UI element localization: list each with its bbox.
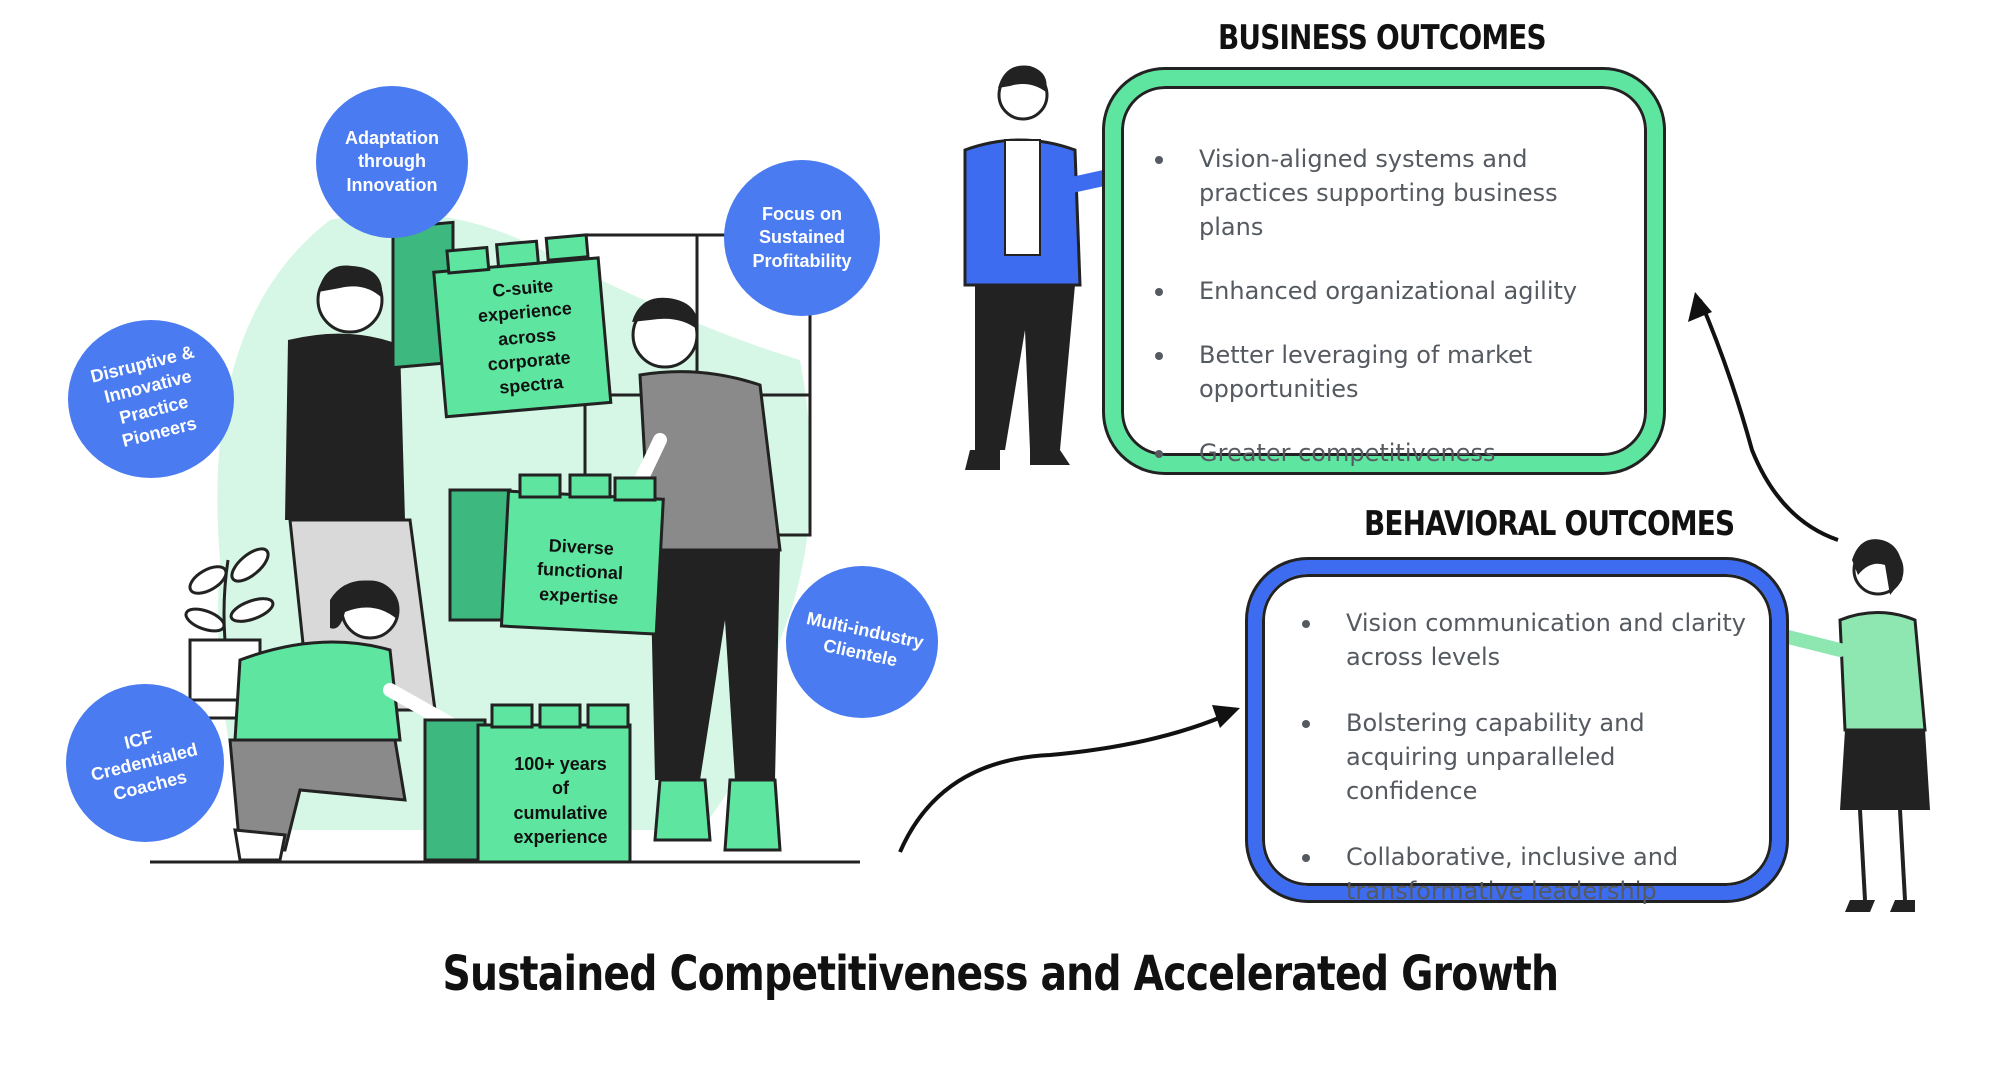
- block-label-years: 100+ years of cumulative experience: [513, 754, 608, 847]
- bullet-icon: [1155, 156, 1163, 164]
- block-csuite-shape: [391, 220, 613, 419]
- badge-multi-industry: Multi-industry Clientele: [786, 566, 938, 718]
- behavioral-outcomes-list: Vision communication and clarity across …: [1262, 574, 1772, 908]
- behavioral-outcome-item: Bolstering capability and acquiring unpa…: [1302, 706, 1752, 808]
- business-outcomes-list: Vision-aligned systems and practices sup…: [1121, 86, 1647, 470]
- business-outcome-item: Vision-aligned systems and practices sup…: [1155, 142, 1617, 244]
- bullet-icon: [1155, 288, 1163, 296]
- behavioral-outcomes-box: Vision communication and clarity across …: [1248, 560, 1786, 905]
- behavioral-outcome-item: Collaborative, inclusive and transformat…: [1302, 840, 1752, 908]
- bullet-icon: [1302, 854, 1310, 862]
- business-outcomes-box: Vision-aligned systems and practices sup…: [1105, 70, 1663, 472]
- business-outcomes-title: BUSINESS OUTCOMES: [1218, 18, 1547, 58]
- main-title: Sustained Competitiveness and Accelerate…: [442, 946, 1559, 1002]
- badge-adaptation: Adaptation through Innovation: [316, 86, 468, 238]
- bullet-icon: [1155, 450, 1163, 458]
- badge-icf: ICF Credentialed Coaches: [66, 684, 224, 842]
- business-outcome-item: Greater competitiveness: [1155, 436, 1617, 470]
- business-outcome-item: Enhanced organizational agility: [1155, 274, 1617, 308]
- behavioral-outcomes-title: BEHAVIORAL OUTCOMES: [1364, 504, 1735, 544]
- badge-disruptive: Disruptive & Innovative Practice Pioneer…: [68, 320, 234, 478]
- business-outcome-item: Better leveraging of market opportunitie…: [1155, 338, 1617, 406]
- presenter-man: [963, 65, 1148, 470]
- block-label-csuite: C-suite experience across corporate spec…: [477, 275, 573, 398]
- behavioral-outcome-item: Vision communication and clarity across …: [1302, 606, 1752, 674]
- arrow-to-behavioral: [898, 710, 1234, 853]
- bullet-icon: [1302, 620, 1310, 628]
- block-label-diverse: Diverse functional expertise: [536, 535, 624, 608]
- arrow-to-business: [1698, 299, 1839, 542]
- block-diverse-shape: [448, 473, 665, 636]
- block-years-shape: [423, 703, 632, 864]
- presenter-woman: [1773, 539, 1930, 912]
- badge-profitability: Focus on Sustained Profitability: [724, 160, 880, 316]
- bullet-icon: [1155, 352, 1163, 360]
- bullet-icon: [1302, 720, 1310, 728]
